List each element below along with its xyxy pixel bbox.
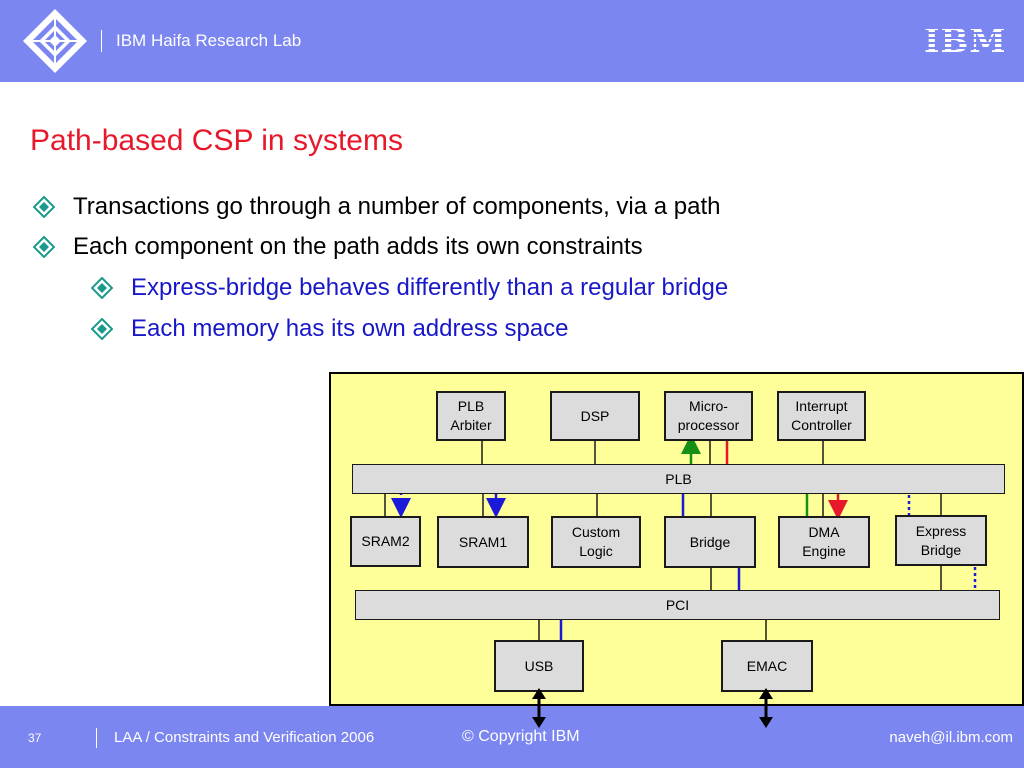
sub-bullet-item: Express-bridge behaves differently than … — [91, 274, 729, 302]
footer-divider — [96, 728, 97, 748]
bullet-text: Express-bridge behaves differently than … — [131, 274, 729, 301]
plb-arbiter-box: PLB Arbiter — [436, 391, 506, 441]
header-bar: IBM Haifa Research Lab IBM — [0, 0, 1024, 82]
plb-bus-label: PLB — [665, 471, 692, 487]
custom-logic-box: Custom Logic — [551, 516, 641, 568]
diamond-bullet-icon — [91, 277, 113, 299]
pci-bus-label: PCI — [665, 597, 690, 613]
haifa-lab-logo-icon — [23, 9, 87, 73]
plb-bus: PLB — [352, 464, 1005, 494]
bullet-item: Transactions go through a number of comp… — [33, 193, 721, 221]
page-number: 37 — [28, 731, 42, 745]
diamond-bullet-icon — [91, 318, 113, 340]
header-divider — [101, 30, 102, 52]
diamond-bullet-icon — [33, 236, 55, 258]
diamond-bullet-icon — [33, 196, 55, 218]
contact-email: naveh@il.ibm.com — [889, 729, 1013, 746]
bullet-text: Transactions go through a number of comp… — [73, 193, 721, 220]
usb-box: USB — [494, 640, 584, 692]
bullet-item: Each component on the path adds its own … — [33, 233, 643, 261]
event-name: LAA / Constraints and Verification 2006 — [114, 729, 375, 746]
bus-connectors — [384, 440, 942, 640]
slide-title: Path-based CSP in systems — [30, 124, 403, 157]
ibm-logo: IBM — [924, 21, 1007, 60]
dsp-box: DSP — [550, 391, 640, 441]
interrupt-controller-box: Interrupt Controller — [777, 391, 866, 441]
sram2-box: SRAM2 — [350, 516, 421, 567]
emac-box: EMAC — [721, 640, 813, 692]
microprocessor-box: Micro- processor — [664, 391, 753, 441]
dma-engine-box: DMA Engine — [778, 516, 870, 568]
bullet-text: Each memory has its own address space — [131, 315, 569, 342]
system-diagram: PLB Arbiter DSP Micro- processor Interru… — [329, 372, 1024, 708]
sram1-box: SRAM1 — [437, 516, 529, 568]
bullet-text: Each component on the path adds its own … — [73, 233, 643, 260]
footer-bar: 37 LAA / Constraints and Verification 20… — [0, 706, 1024, 768]
copyright: © Copyright IBM — [462, 728, 580, 745]
express-bridge-box: Express Bridge — [895, 515, 987, 566]
sub-bullet-item: Each memory has its own address space — [91, 315, 569, 343]
pci-bus: PCI — [355, 590, 1000, 620]
lab-name: IBM Haifa Research Lab — [116, 31, 302, 50]
bridge-box: Bridge — [664, 516, 756, 568]
